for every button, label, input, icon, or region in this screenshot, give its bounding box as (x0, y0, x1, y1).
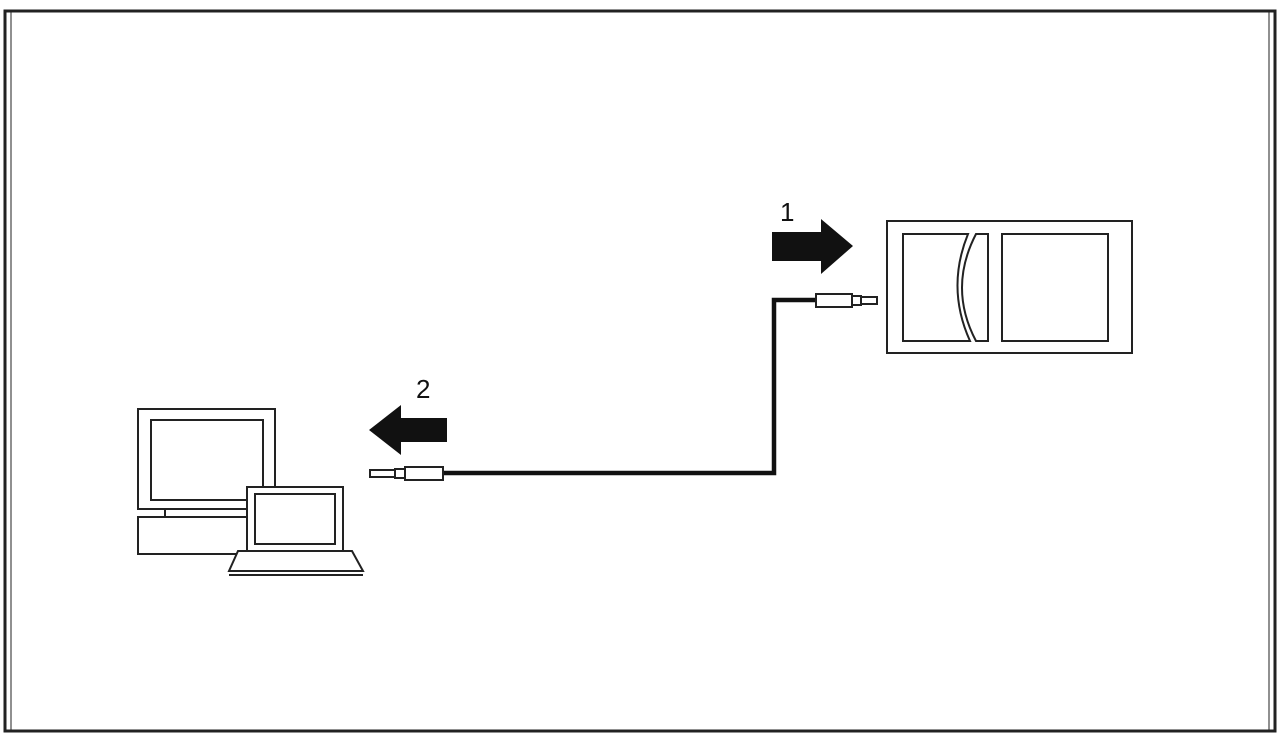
arrow-right-icon (772, 219, 853, 274)
arrow-left-icon (369, 405, 447, 455)
step-1-label: 1 (780, 197, 794, 227)
outer-frame (3, 9, 1277, 733)
laptop-icon (227, 486, 365, 576)
media-device-icon (886, 220, 1133, 354)
audio-plug-icon (815, 293, 878, 308)
step-2-label: 2 (416, 374, 430, 404)
audio-plug-icon (369, 466, 444, 481)
audio-cable (443, 297, 818, 476)
